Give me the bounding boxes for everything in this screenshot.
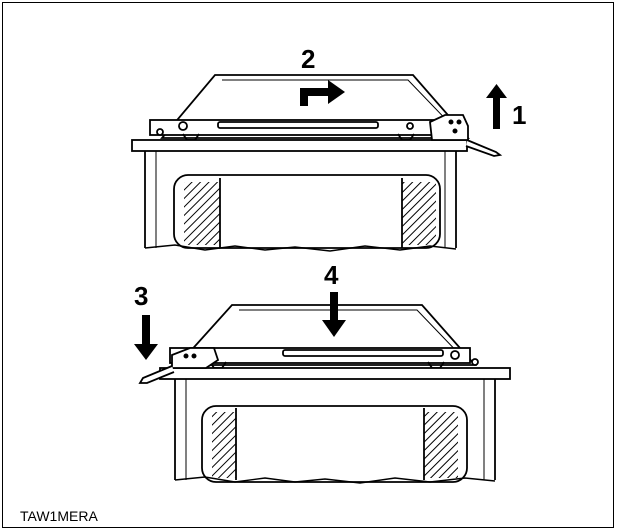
step-3-label: 3 <box>134 281 148 311</box>
cassette-bottom <box>138 304 511 484</box>
figure-caption: TAW1MERA <box>20 508 98 524</box>
cassette-bottom-slot <box>282 349 444 357</box>
step-2-arrow <box>300 80 345 106</box>
cassette-top-slot <box>217 121 379 129</box>
cassette-bottom-window <box>201 405 468 483</box>
cassette-top-flange <box>131 139 468 152</box>
step-3-arrow <box>134 315 158 360</box>
step-4-label: 4 <box>324 260 339 290</box>
step-1-label: 1 <box>512 100 526 130</box>
step-2-label: 2 <box>301 44 315 74</box>
step-1-arrow <box>486 84 507 129</box>
cassette-top-lock-lever <box>429 114 469 141</box>
figure-frame <box>2 2 614 528</box>
step-4-arrow <box>322 292 346 337</box>
cassette-top <box>131 74 503 252</box>
cassette-bottom-flange <box>159 367 511 380</box>
